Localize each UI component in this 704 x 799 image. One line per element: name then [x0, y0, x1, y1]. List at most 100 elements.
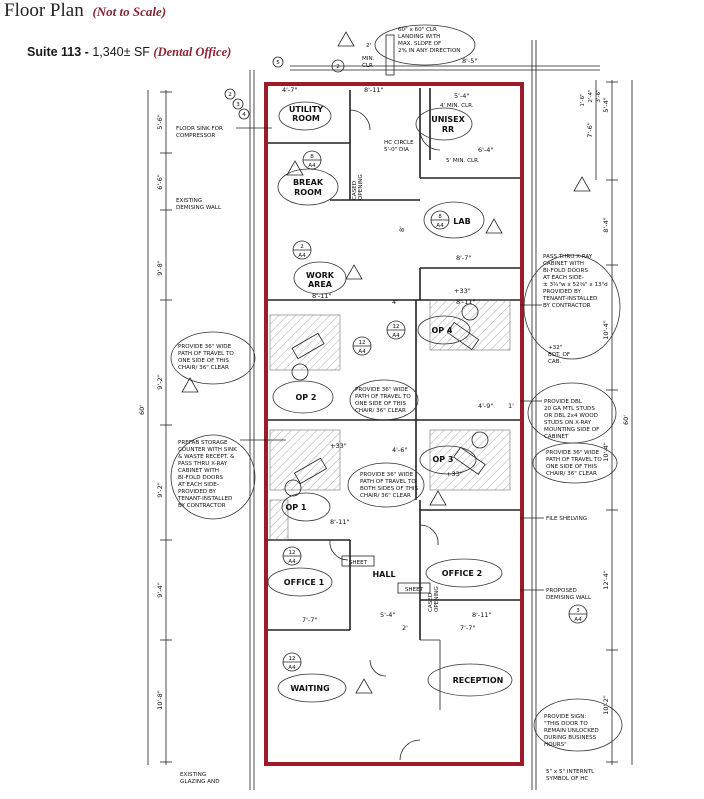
- tag-5-top: 5: [276, 60, 280, 66]
- room-op1: OP 1: [285, 503, 306, 512]
- dim-8-11-c: 8'-11": [330, 518, 350, 526]
- dim-33-b: +33": [330, 442, 347, 450]
- prefab-4: PASS THRU X-RAY: [178, 461, 228, 467]
- dim-left-total: 60': [138, 405, 146, 415]
- both-sides-3: BOTH SIDES OF THIS: [360, 486, 419, 492]
- room-break-2: ROOM: [294, 188, 322, 197]
- tag-a4-12-2: A4: [358, 349, 366, 355]
- opening-2: OPENING: [434, 586, 440, 612]
- path-mid-4: CHAIR/ 36" CLEAR: [355, 408, 406, 414]
- prefab-3: & WASTE RECEPT. &: [178, 454, 235, 460]
- pass-thru-7: TENANT-INSTALLED: [542, 296, 597, 302]
- tag-a4-12-4: A4: [288, 665, 296, 671]
- center-notes: HC CIRCLE 5'-0" DIA 4' MIN. CLR. 5' MIN.…: [352, 103, 480, 612]
- room-labels: UTILITY ROOM UNISEX RR BREAK ROOM LAB WO…: [284, 105, 504, 693]
- room-office1: OFFICE 1: [284, 578, 325, 587]
- dim-rr-2: 2'-4": [588, 89, 594, 103]
- dim-7-7-b: 7'-7": [460, 624, 475, 632]
- sheet-tag-2: SHEET: [405, 587, 424, 593]
- min-clr-5: 5' MIN. CLR.: [446, 158, 480, 164]
- room-hall: HALL: [372, 570, 395, 579]
- tag-3: 3: [236, 102, 240, 108]
- dim-left-6-6: 6'-6": [156, 174, 164, 189]
- room-utility: UTILITY: [289, 105, 323, 114]
- dim-right-8-4: 8'-4": [602, 217, 610, 232]
- min-clr-2: 2': [366, 43, 371, 49]
- tag-2-work: 2: [300, 244, 304, 250]
- tag-12-1: 12: [392, 324, 399, 330]
- room-waiting: WAITING: [290, 684, 329, 693]
- dim-left-9-2a: 9'-2": [156, 374, 164, 389]
- dbl-studs-5: MOUNTING SIDE OF: [544, 427, 599, 433]
- dim-33-c: +33": [446, 470, 463, 478]
- tag-3-wall: 3: [576, 608, 580, 614]
- bot-cab-2: BOT. OF: [548, 352, 570, 358]
- dim-right-5-4: 5'-4": [602, 97, 610, 112]
- room-op3: OP 3: [432, 455, 453, 464]
- suite-heading: Suite 113 - 1,340± SF (Dental Office): [27, 45, 231, 60]
- title-note: (Not to Scale): [92, 4, 167, 19]
- tag-12-4: 12: [288, 656, 295, 662]
- demising-note-2: DEMISING WALL: [176, 205, 222, 211]
- dim-8-11-top: 8'-11": [364, 86, 384, 94]
- dim-8-11-b: 8'-11": [456, 298, 476, 306]
- both-sides-2: PATH OF TRAVEL TO: [360, 479, 416, 485]
- title-text: Floor Plan: [4, 0, 84, 21]
- tag-2: 2: [228, 92, 232, 98]
- path-mid-3: ONE SIDE OF THIS: [355, 401, 406, 407]
- revision-triangles: [181, 31, 591, 694]
- room-office2: OFFICE 2: [442, 569, 482, 578]
- demising-note-1: EXISTING: [176, 198, 202, 204]
- dim-4-7: 4'-7": [282, 86, 297, 94]
- path-left-4: CHAIR/ 36" CLEAR: [178, 365, 229, 371]
- hc-circle-1: HC CIRCLE: [384, 140, 414, 146]
- bot-cab-3: CAB.: [548, 359, 562, 365]
- dim-4: 4': [392, 298, 398, 306]
- room-op2: OP 2: [295, 393, 316, 402]
- pass-thru-4: AT EACH SIDE-: [543, 275, 584, 281]
- door-swings: [329, 109, 441, 761]
- prefab-2: COUNTER WITH SINK: [178, 447, 237, 453]
- dim-4-9: 4'-9": [478, 402, 493, 410]
- landing-note-4: 2% IN ANY DIRECTION: [398, 48, 460, 54]
- dim-5-4: 5'-4": [454, 92, 469, 100]
- tag-a4-wall: A4: [574, 617, 582, 623]
- page-title: Floor Plan (Not to Scale): [4, 0, 166, 22]
- tag-a4-work: A4: [298, 253, 306, 259]
- dim-4-6: 4'-6": [392, 446, 407, 454]
- both-sides-4: CHAIR/ 36" CLEAR: [360, 493, 411, 499]
- prefab-7: AT EACH SIDE-: [178, 482, 219, 488]
- glazing-note-1: EXISTING: [180, 772, 206, 778]
- intl-2: SYMBOL OF HC: [546, 776, 588, 782]
- dim-rr-3: 1'-6": [580, 93, 586, 107]
- min-clr-2b: MIN.: [362, 56, 375, 62]
- tag-a4-12-1: A4: [392, 333, 400, 339]
- dim-7-7-a: 7'-7": [302, 616, 317, 624]
- hc-circle-2: 5'-0" DIA: [384, 147, 409, 153]
- hatched-clearances: [269, 299, 511, 541]
- room-rr: RR: [442, 125, 454, 134]
- dim-right-7-6: 7'-6": [586, 122, 594, 137]
- dbl-studs-6: CABINET: [544, 434, 569, 440]
- dim-5-4-b: 5'-4": [380, 611, 395, 619]
- room-break: BREAK: [293, 178, 324, 187]
- tenant-boundary: [264, 82, 524, 766]
- dim-33-a: +33": [454, 287, 471, 295]
- min-clr-4: 4' MIN. CLR.: [440, 103, 474, 109]
- existing-building-grid: [249, 34, 600, 790]
- path-right-2: PATH OF TRAVEL TO: [546, 457, 602, 463]
- tag-4: 4: [242, 112, 246, 118]
- interior-walls: [268, 88, 520, 710]
- sign-4: DURING BUSINESS: [544, 735, 597, 741]
- right-notes: PASS THRU X-RAY CABINET WITH BI-FOLD DOO…: [520, 254, 608, 782]
- path-left-3: ONE SIDE OF THIS: [178, 358, 229, 364]
- pass-thru-6: PROVIDED BY: [543, 289, 581, 295]
- cased-1: CASED: [352, 181, 358, 200]
- left-notes: FLOOR SINK FOR COMPRESSOR EXISTING DEMIS…: [176, 126, 286, 785]
- room-lab: LAB: [453, 217, 470, 226]
- dim-left-5-6: 5'-6": [156, 114, 164, 129]
- prefab-8: PROVIDED BY: [178, 489, 216, 495]
- proposed-1: PROPOSED: [546, 588, 577, 594]
- pass-thru-5: ± 3¾"w x 52⅜" x 13"d: [543, 282, 608, 288]
- glazing-note-2: GLAZING AND: [180, 779, 220, 785]
